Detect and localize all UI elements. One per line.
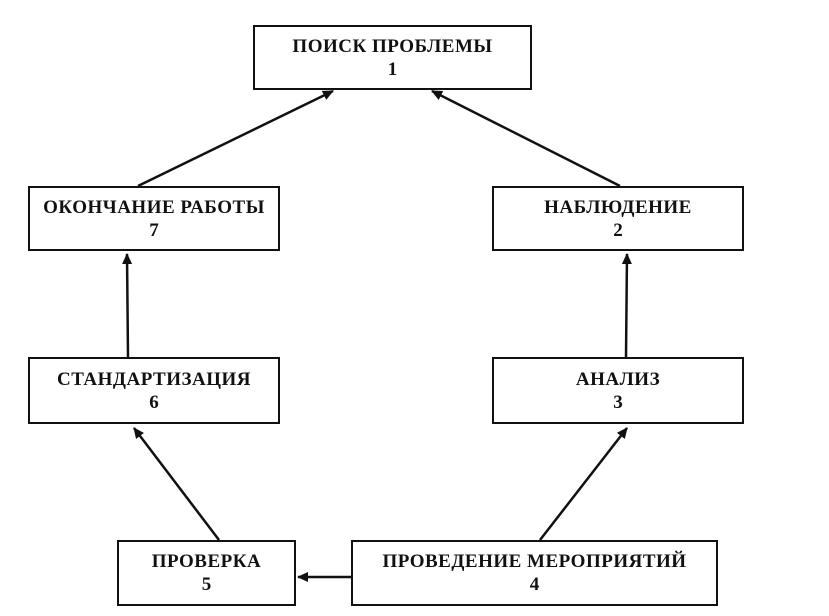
node-label: СТАНДАРТИЗАЦИЯ xyxy=(56,368,252,390)
node-label: ПОИСК ПРОБЛЕМЫ xyxy=(292,35,493,57)
node-label: НАБЛЮДЕНИЕ xyxy=(544,196,692,218)
node-number: 4 xyxy=(529,574,540,595)
node-label: ПРОВЕРКА xyxy=(151,551,262,572)
node-check: ПРОВЕРКА 5 xyxy=(117,540,296,606)
node-label: ПРОВЕДЕНИЕ МЕРОПРИЯТИЙ xyxy=(382,551,687,572)
node-completion: ОКОНЧАНИЕ РАБОТЫ 7 xyxy=(28,186,280,251)
arrow-7-to-1 xyxy=(137,89,334,188)
node-number: 3 xyxy=(613,391,623,413)
node-number: 6 xyxy=(149,391,159,413)
node-implementation: ПРОВЕДЕНИЕ МЕРОПРИЯТИЙ 4 xyxy=(351,540,718,606)
node-problem-search: ПОИСК ПРОБЛЕМЫ 1 xyxy=(253,25,532,90)
arrow-2-to-1 xyxy=(431,89,621,188)
node-label: ОКОНЧАНИЕ РАБОТЫ xyxy=(43,196,265,218)
node-number: 1 xyxy=(387,58,398,80)
node-standardization: СТАНДАРТИЗАЦИЯ 6 xyxy=(28,357,280,424)
arrow-3-to-2 xyxy=(621,253,632,358)
arrow-4-to-3 xyxy=(539,427,628,541)
node-observation: НАБЛЮДЕНИЕ 2 xyxy=(492,186,744,251)
node-number: 7 xyxy=(149,219,159,241)
node-analysis: АНАЛИЗ 3 xyxy=(492,357,744,424)
node-number: 5 xyxy=(201,574,212,595)
arrow-5-to-6 xyxy=(133,427,220,541)
arrow-6-to-7 xyxy=(122,253,133,358)
node-number: 2 xyxy=(613,219,623,241)
node-label: АНАЛИЗ xyxy=(575,368,661,390)
